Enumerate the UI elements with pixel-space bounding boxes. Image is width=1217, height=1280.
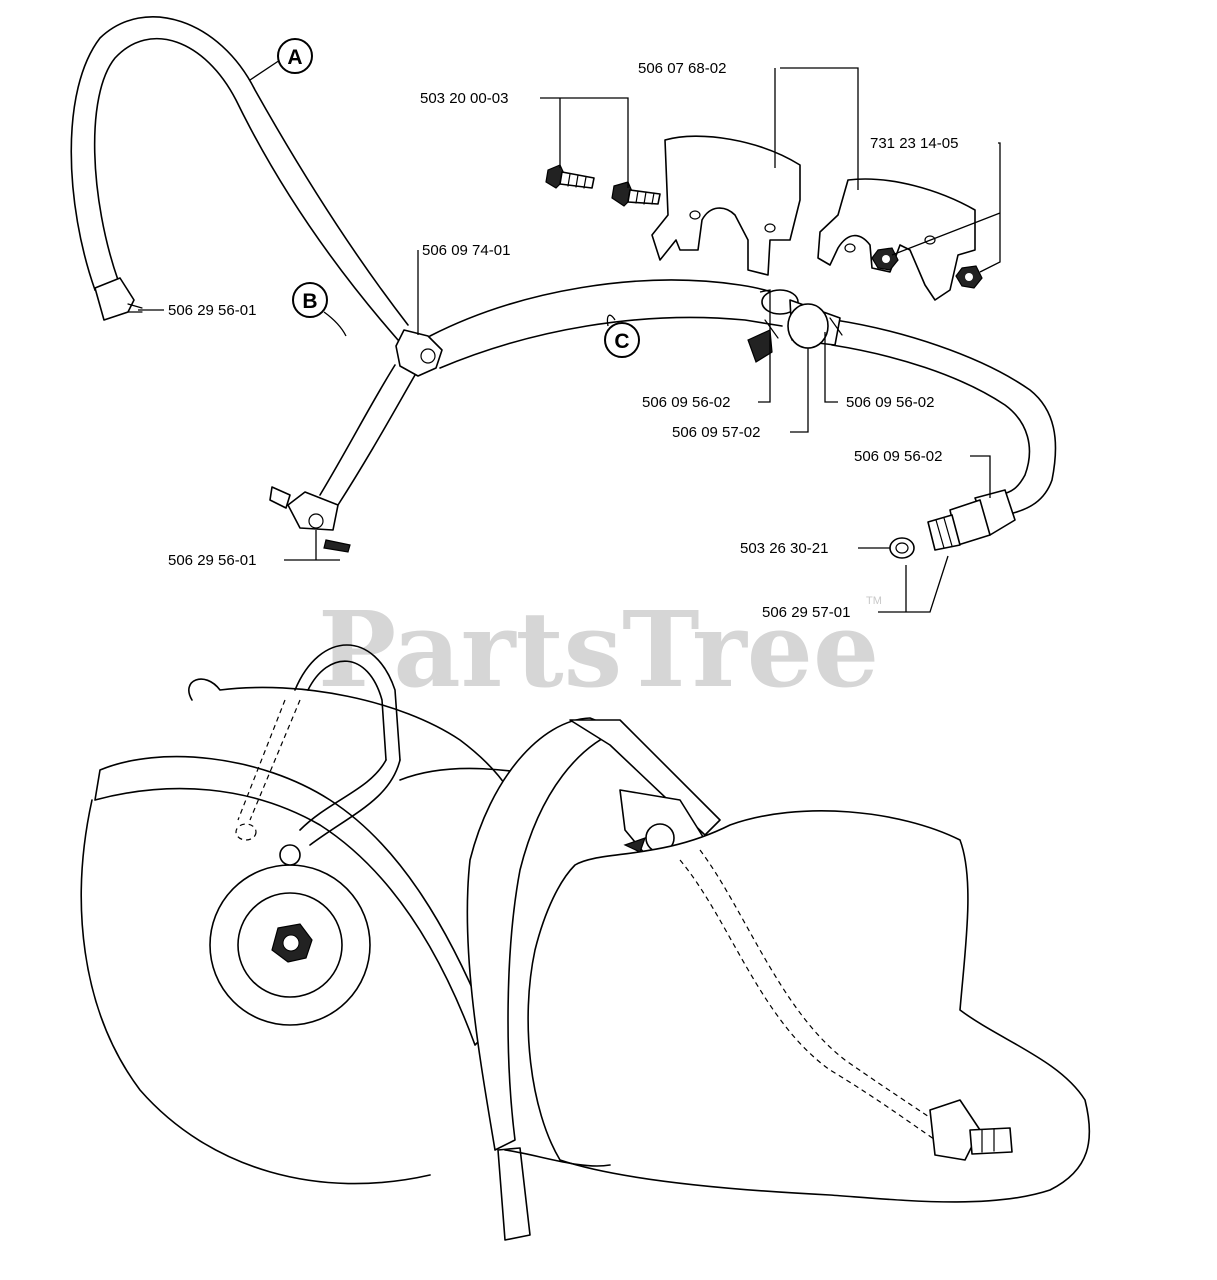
part-number: 506 07 68-02 — [638, 60, 726, 77]
part-number: 731 23 14-05 — [870, 135, 958, 152]
part-number: 506 29 56-01 — [168, 552, 256, 569]
callout-a-label: A — [287, 46, 302, 69]
callout-b-label: B — [302, 290, 317, 313]
part-number: 506 29 57-01 — [762, 604, 850, 621]
valve-assembly — [747, 289, 843, 363]
part-number: 506 09 74-01 — [422, 242, 510, 259]
hose-b — [269, 364, 416, 553]
t-connector — [395, 329, 443, 377]
part-number: 506 09 56-02 — [846, 394, 934, 411]
callout-a: A — [277, 38, 313, 74]
watermark-text: PartsTree — [318, 588, 879, 711]
callout-c-label: C — [614, 330, 629, 353]
hose-c — [429, 279, 1057, 516]
watermark: PartsTree TM — [318, 588, 882, 711]
part-labels: 506 29 56-01 506 09 74-01 503 20 00-03 5… — [168, 60, 958, 621]
part-number: 506 29 56-01 — [168, 302, 256, 319]
callout-b: B — [292, 282, 328, 318]
part-number: 503 20 00-03 — [420, 90, 508, 107]
screws-upper — [545, 164, 661, 207]
part-number: 503 26 30-21 — [740, 540, 828, 557]
callout-c: C — [604, 322, 640, 358]
part-number: 506 09 56-02 — [854, 448, 942, 465]
watermark-trademark: TM — [866, 595, 882, 607]
cover-assembly — [651, 135, 983, 301]
cut-off-saw — [80, 644, 1091, 1241]
leader-lines — [138, 59, 1001, 613]
part-number: 506 09 56-02 — [642, 394, 730, 411]
tank-connector — [889, 489, 1016, 559]
hose-a — [70, 16, 409, 341]
part-number: 506 09 57-02 — [672, 424, 760, 441]
